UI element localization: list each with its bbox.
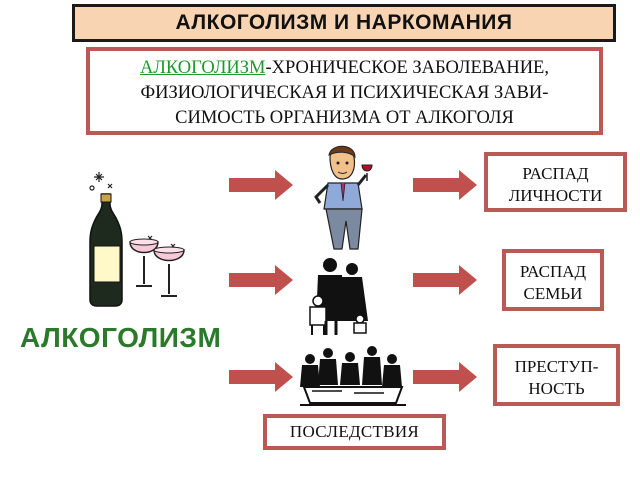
arrow-right-icon	[229, 362, 293, 392]
definition-line-1: АЛКОГОЛИЗМ-ХРОНИЧЕСКОЕ ЗАБОЛЕВАНИЕ,	[90, 56, 599, 81]
definition-text-1: -ХРОНИЧЕСКОЕ ЗАБОЛЕВАНИЕ,	[265, 58, 549, 78]
arrow-right-icon	[229, 170, 293, 200]
definition-line-3: СИМОСТЬ ОРГАНИЗМА ОТ АЛКОГОЛЯ	[175, 108, 514, 128]
arrow-right-icon	[413, 265, 477, 295]
result-line: ПРЕСТУП-	[514, 357, 599, 376]
result-line: НОСТЬ	[528, 379, 585, 398]
result-line: РАСПАД	[522, 164, 589, 183]
gathering-icon	[298, 343, 408, 407]
alcoholism-label: АЛКОГОЛИЗМ	[20, 322, 222, 353]
arrow-right-icon	[229, 265, 293, 295]
page-title: АЛКОГОЛИЗМ И НАРКОМАНИЯ	[72, 4, 616, 42]
result-line: РАСПАД	[519, 262, 587, 281]
definition-line-2: ФИЗИОЛОГИЧЕСКАЯ И ПСИХИЧЕСКАЯ ЗАВИ-	[140, 83, 549, 103]
result-box-personality: РАСПАД ЛИЧНОСТИ	[484, 152, 627, 212]
arrow-right-icon	[413, 362, 477, 392]
arrow-right-icon	[413, 170, 477, 200]
family-icon	[309, 258, 368, 335]
result-box-crime: ПРЕСТУП- НОСТЬ	[493, 344, 620, 406]
definition-term: АЛКОГОЛИЗМ	[140, 58, 266, 78]
drunk-man-icon	[314, 145, 373, 250]
definition-box: АЛКОГОЛИЗМ-ХРОНИЧЕСКОЕ ЗАБОЛЕВАНИЕ, ФИЗИ…	[86, 47, 603, 135]
champagne-icon	[89, 172, 185, 307]
result-box-family: РАСПАД СЕМЬИ	[502, 249, 604, 311]
result-line: СЕМЬИ	[523, 284, 583, 303]
consequences-box: ПОСЛЕДСТВИЯ	[263, 414, 446, 450]
result-line: ЛИЧНОСТИ	[508, 186, 603, 205]
